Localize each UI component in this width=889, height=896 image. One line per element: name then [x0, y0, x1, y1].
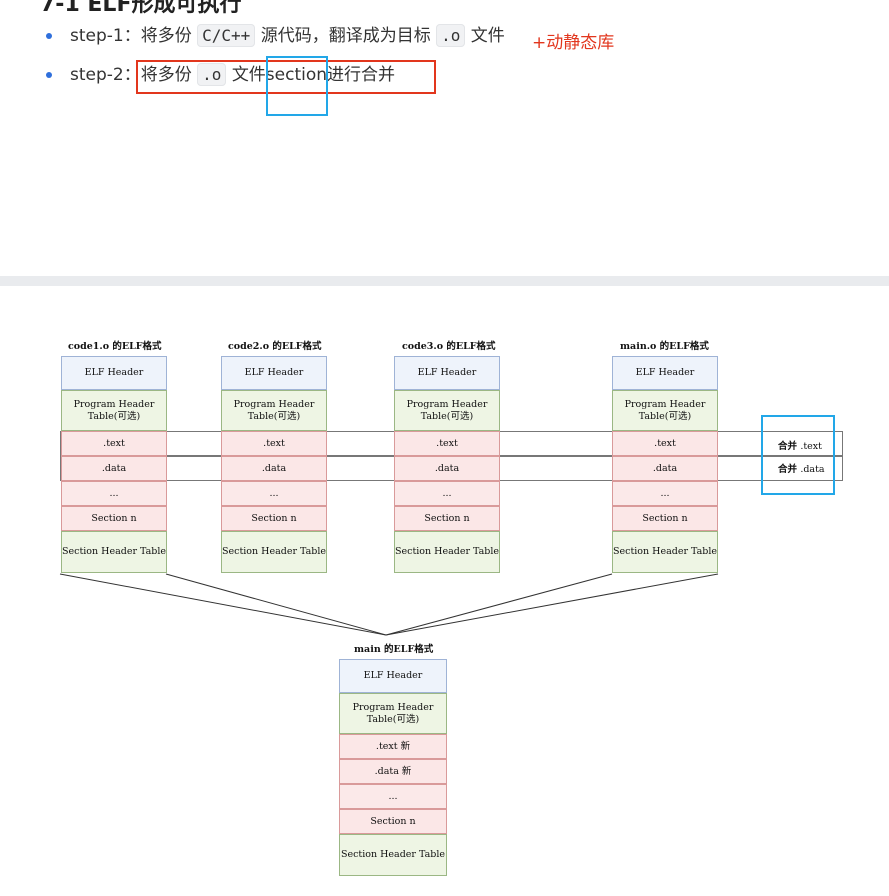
text-section-cell: .text — [612, 431, 718, 456]
program-header-line: Program Header — [73, 398, 155, 410]
section-n-cell: Section n — [339, 809, 447, 834]
program-header-line: Table(可选) — [247, 410, 301, 422]
text-section-cell: .text — [394, 431, 500, 456]
section-n-cell: Section n — [221, 506, 327, 531]
merged-data-section-cell: .data 新 — [339, 759, 447, 784]
elf-header-cell: ELF Header — [61, 356, 167, 390]
column-title: main.o 的ELF格式 — [620, 341, 709, 352]
inline-code-cpp: C/C++ — [197, 24, 256, 47]
program-header-line: Program Header — [233, 398, 315, 410]
section-n-cell: Section n — [394, 506, 500, 531]
elf-merge-diagram: code1.o 的ELF格式 ELF Header Program Header… — [0, 286, 889, 896]
annotation-blue-box — [266, 56, 328, 116]
section-header-table-cell: Section Header Table — [61, 531, 167, 573]
annotation-red-box — [136, 60, 436, 94]
text-section-cell: .text — [61, 431, 167, 456]
output-column-title: main 的ELF格式 — [354, 644, 434, 655]
program-header-line: Table(可选) — [420, 410, 474, 422]
program-header-line: Table(可选) — [366, 713, 420, 725]
step-1-text-b: 源代码，翻译成为目标 — [260, 26, 431, 46]
program-header-line: Table(可选) — [638, 410, 692, 422]
elf-header-cell: ELF Header — [612, 356, 718, 390]
merge-text-label: 合并 .text — [778, 438, 822, 452]
annotation-static-dynamic-lib: +动静态库 — [532, 33, 615, 53]
program-header-cell: Program Header Table(可选) — [61, 390, 167, 431]
text-section-cell: .text — [221, 431, 327, 456]
section-header-table-cell: Section Header Table — [612, 531, 718, 573]
column-title: code3.o 的ELF格式 — [402, 341, 496, 352]
merge-data-label: 合并 .data — [778, 461, 825, 475]
section-heading: 7-1 ELF形成可执行 — [40, 0, 242, 17]
program-header-line: Program Header — [406, 398, 488, 410]
ellipsis-section-cell: ... — [394, 481, 500, 506]
program-header-line: Table(可选) — [87, 410, 141, 422]
section-header-table-cell: Section Header Table — [394, 531, 500, 573]
step-1-text-c: 文件 — [470, 26, 505, 46]
ellipsis-section-cell: ... — [339, 784, 447, 809]
elf-header-cell: ELF Header — [339, 659, 447, 693]
section-header-table-cell: Section Header Table — [221, 531, 327, 573]
elf-header-cell: ELF Header — [394, 356, 500, 390]
program-header-cell: Program Header Table(可选) — [221, 390, 327, 431]
step-2-prefix: step-2： — [70, 65, 141, 85]
inline-code-o: .o — [197, 63, 227, 86]
merge-text-prefix: 合并 — [778, 441, 798, 452]
program-header-cell: Program Header Table(可选) — [339, 693, 447, 734]
step-1-line: step-1：将多份 C/C++ 源代码，翻译成为目标 .o 文件 — [70, 24, 505, 48]
connector-line — [165, 573, 387, 636]
merge-data-prefix: 合并 — [778, 464, 798, 475]
merged-text-section-cell: .text 新 — [339, 734, 447, 759]
step-2-text-b: 文件section进行合并 — [231, 65, 396, 85]
section-n-cell: Section n — [61, 506, 167, 531]
program-header-line: Program Header — [624, 398, 706, 410]
content-divider — [0, 276, 889, 286]
ellipsis-section-cell: ... — [221, 481, 327, 506]
section-n-cell: Section n — [612, 506, 718, 531]
step-2-text-a: 将多份 — [140, 65, 192, 85]
data-section-cell: .data — [221, 456, 327, 481]
elf-header-cell: ELF Header — [221, 356, 327, 390]
merge-text-suffix: .text — [800, 441, 822, 452]
connector-line — [59, 573, 387, 636]
bullet-dot — [46, 72, 52, 78]
connector-line — [385, 573, 719, 636]
data-section-cell: .data — [612, 456, 718, 481]
step-2-line: step-2：将多份 .o 文件section进行合并 — [70, 63, 395, 87]
column-title: code2.o 的ELF格式 — [228, 341, 322, 352]
data-section-cell: .data — [61, 456, 167, 481]
section-header-table-cell: Section Header Table — [339, 834, 447, 876]
inline-code-o: .o — [436, 24, 466, 47]
program-header-line: Program Header — [352, 701, 434, 713]
data-section-cell: .data — [394, 456, 500, 481]
program-header-cell: Program Header Table(可选) — [394, 390, 500, 431]
connector-line — [385, 573, 613, 636]
document-section: 7-1 ELF形成可执行 step-1：将多份 C/C++ 源代码，翻译成为目标… — [0, 0, 889, 276]
annotation-blue-box — [761, 415, 835, 495]
connector-lines — [59, 573, 719, 636]
ellipsis-section-cell: ... — [612, 481, 718, 506]
ellipsis-section-cell: ... — [61, 481, 167, 506]
merge-data-suffix: .data — [800, 464, 825, 475]
bullet-dot — [46, 33, 52, 39]
program-header-cell: Program Header Table(可选) — [612, 390, 718, 431]
step-1-prefix: step-1： — [70, 26, 141, 46]
column-title: code1.o 的ELF格式 — [68, 341, 162, 352]
step-1-text-a: 将多份 — [140, 26, 192, 46]
